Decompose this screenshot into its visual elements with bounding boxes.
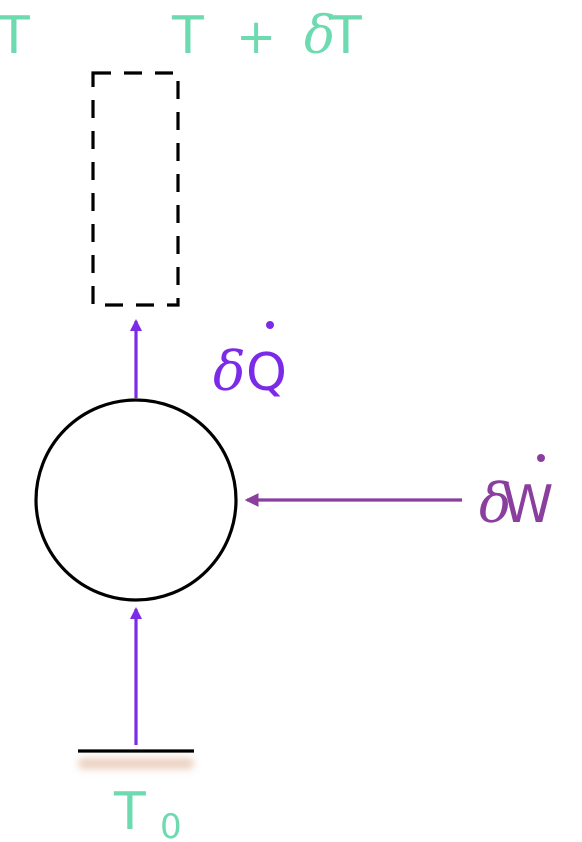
increment-temperature-symbol: T — [171, 6, 204, 66]
increment-temperature-symbol-2: T — [329, 6, 362, 66]
heat-delta-symbol: δ — [213, 340, 246, 403]
plus-sign: + — [236, 9, 276, 65]
reservoir-subscript-zero: 0 — [160, 807, 182, 842]
heat-engine-circle — [34, 398, 238, 602]
work-delta-symbol: δ — [479, 472, 512, 535]
temperature-increment-label: T + δ T — [171, 6, 362, 66]
work-rate-dot — [537, 454, 545, 462]
temperature-label: T — [0, 6, 30, 66]
delta-symbol: δ — [304, 6, 335, 66]
reservoir-t-symbol: T — [113, 782, 146, 842]
heat-q-symbol: Q — [246, 343, 287, 403]
control-volume-box — [91, 71, 180, 307]
heat-rate-dot — [266, 321, 274, 329]
temperature-symbol: T — [0, 6, 30, 66]
work-rate-label: δ W — [479, 454, 553, 535]
reservoir-shadow — [78, 758, 194, 769]
reservoir-temperature-label: T 0 — [113, 782, 182, 842]
heat-rate-label: δ Q — [213, 321, 287, 403]
work-w-symbol: W — [502, 475, 553, 535]
